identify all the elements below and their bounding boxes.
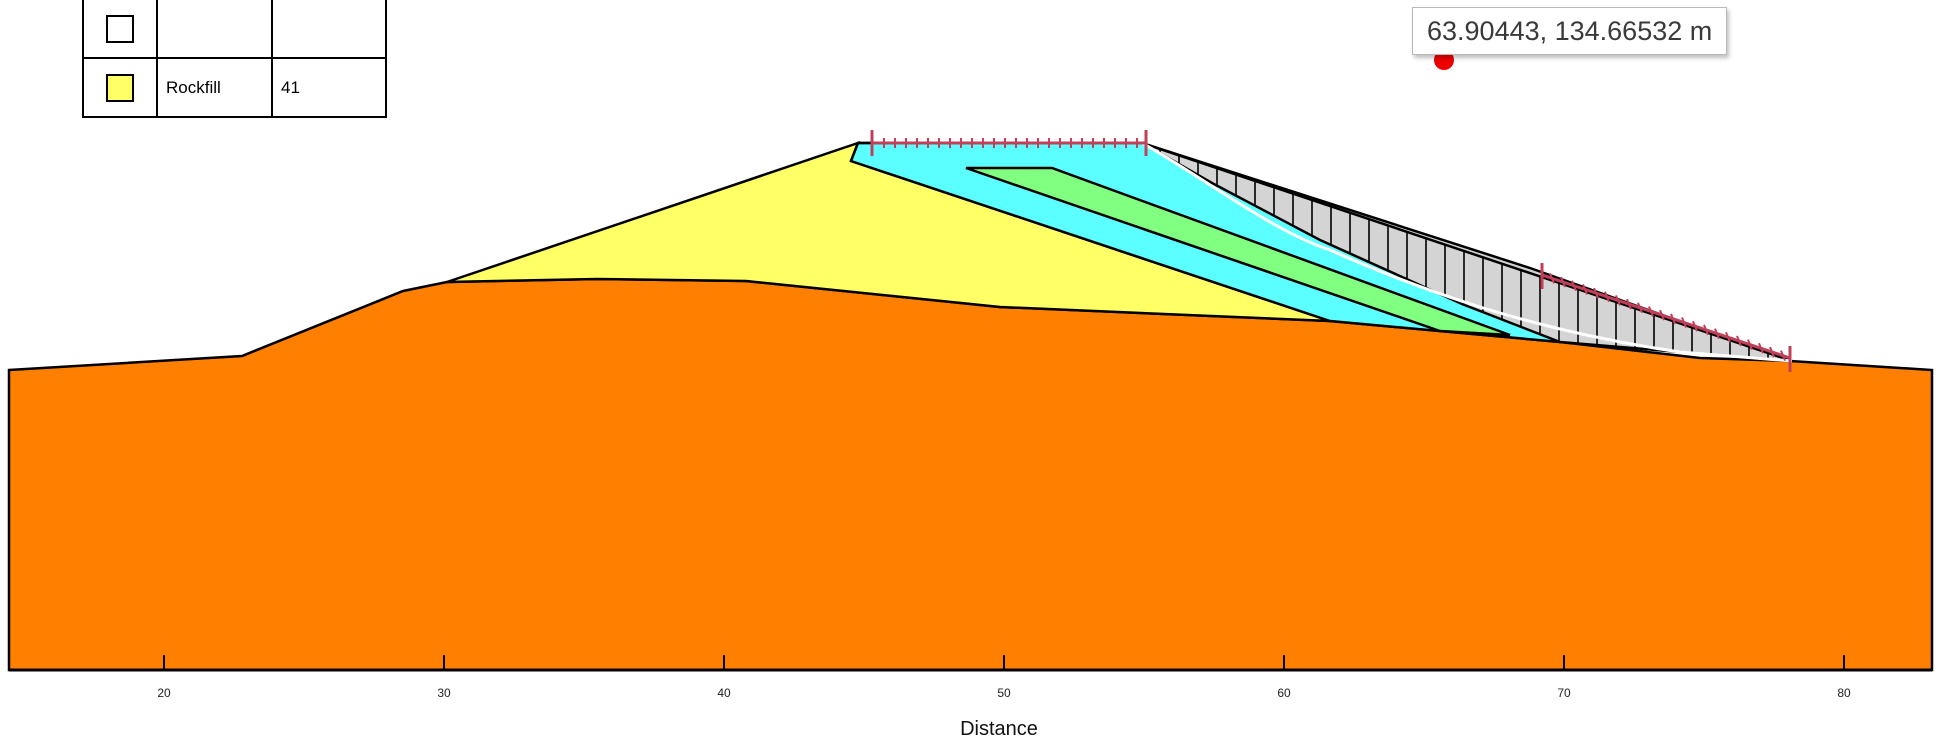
exit-range-tick bbox=[1637, 302, 1643, 314]
exit-range-tick bbox=[1549, 272, 1555, 284]
x-tick-label: 40 bbox=[717, 686, 731, 700]
exit-range-tick bbox=[1747, 339, 1753, 350]
coordinate-readout: 63.90443, 134.66532 m bbox=[1412, 7, 1728, 55]
x-tick-label: 30 bbox=[437, 686, 451, 700]
x-tick-label: 60 bbox=[1277, 686, 1291, 700]
exit-range-tick bbox=[1571, 280, 1577, 292]
legend-swatch bbox=[106, 14, 134, 43]
legend-swatch bbox=[106, 73, 134, 102]
legend-material-name bbox=[156, 0, 273, 59]
exit-range-tick bbox=[1681, 317, 1687, 328]
exit-range-tick bbox=[1758, 342, 1764, 354]
legend-row: Rockfill 41 bbox=[82, 57, 387, 118]
exit-range-tick bbox=[1780, 350, 1786, 362]
x-tick-label: 70 bbox=[1557, 686, 1571, 700]
exit-range-tick bbox=[1714, 328, 1720, 339]
exit-range-tick bbox=[1560, 276, 1566, 288]
exit-range-tick bbox=[1725, 331, 1731, 343]
exit-range-tick bbox=[1692, 320, 1698, 332]
exit-range-tick bbox=[1604, 291, 1610, 303]
exit-range-tick bbox=[1582, 284, 1588, 295]
exit-range-marker bbox=[1540, 263, 1792, 372]
exit-range-tick bbox=[1626, 298, 1632, 310]
material-legend: Rockfill 41 bbox=[82, 0, 387, 118]
exit-range-tick bbox=[1670, 313, 1676, 325]
exit-range-tick bbox=[1703, 324, 1709, 336]
exit-range-tick bbox=[1615, 295, 1621, 306]
core-region bbox=[965, 166, 1511, 337]
exit-range-tick bbox=[1659, 309, 1665, 321]
legend-material-value: 41 bbox=[271, 57, 387, 118]
range-tick-marks bbox=[883, 138, 1786, 362]
legend-material-value bbox=[271, 0, 387, 59]
cursor-location-marker bbox=[1434, 50, 1454, 70]
exit-range-tick bbox=[1769, 346, 1775, 358]
x-tick-label: 80 bbox=[1837, 686, 1851, 700]
legend-material-name: Rockfill bbox=[156, 57, 273, 118]
slip-surface bbox=[1141, 141, 1793, 363]
exit-range-tick bbox=[1593, 287, 1599, 299]
exit-range-tick bbox=[1648, 306, 1654, 317]
x-tick-label: 50 bbox=[997, 686, 1011, 700]
exit-range-tick bbox=[1736, 335, 1742, 347]
legend-row bbox=[82, 0, 387, 59]
x-axis-ticks: 20 30 40 50 60 70 80 bbox=[157, 655, 1851, 700]
x-axis-title: Distance bbox=[960, 718, 1038, 740]
x-tick-label: 20 bbox=[157, 686, 171, 700]
downstream-slope-line bbox=[1141, 141, 1793, 363]
